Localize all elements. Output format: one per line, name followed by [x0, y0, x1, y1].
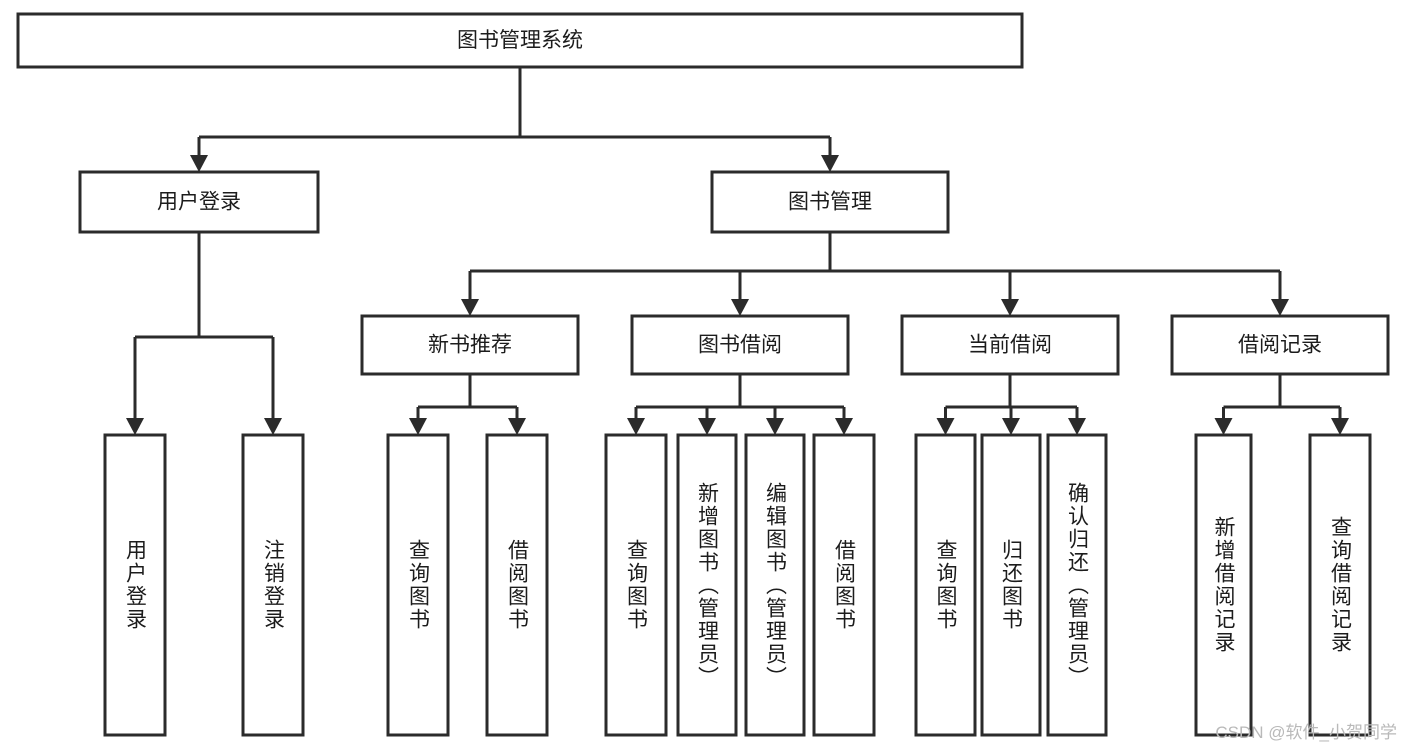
arrow-head-icon — [1002, 418, 1020, 435]
arrow-head-icon — [508, 418, 526, 435]
node-level1-box-0[interactable] — [78, 170, 320, 234]
leaf-box-3[interactable] — [485, 433, 549, 737]
node-level2-box-3[interactable] — [1170, 314, 1390, 376]
arrow-head-icon — [1271, 299, 1289, 316]
leaf-box-1[interactable] — [241, 433, 305, 737]
box-layer — [16, 12, 1390, 737]
arrow-head-icon — [936, 418, 955, 435]
arrow-head-icon — [835, 418, 853, 435]
node-level1-label-1: 图书管理 — [788, 191, 872, 214]
watermark: CSDN @软件_小贺同学 — [1215, 723, 1397, 742]
leaf-box-2[interactable] — [386, 433, 450, 737]
node-level2-box-2[interactable] — [900, 314, 1120, 376]
node-level2-label-0: 新书推荐 — [428, 334, 512, 357]
node-level1-box-1[interactable] — [710, 170, 950, 234]
arrow-head-icon — [821, 155, 839, 172]
arrow-head-icon — [461, 299, 479, 316]
arrow-head-icon — [698, 418, 716, 435]
node-level2-box-0[interactable] — [360, 314, 580, 376]
node-level1-label-0: 用户登录 — [157, 191, 241, 214]
leaf-box-10[interactable] — [1046, 433, 1108, 737]
arrow-head-icon — [627, 418, 645, 435]
node-level2-label-1: 图书借阅 — [698, 334, 782, 357]
arrow-head-icon — [1331, 418, 1349, 435]
leaf-box-7[interactable] — [812, 433, 876, 737]
arrow-head-icon — [1214, 418, 1233, 435]
leaf-box-0[interactable] — [103, 433, 167, 737]
connector-layer — [126, 67, 1349, 435]
node-root-box[interactable] — [16, 12, 1024, 69]
arrow-head-icon — [190, 155, 208, 172]
leaf-box-8[interactable] — [914, 433, 977, 737]
node-level2-label-2: 当前借阅 — [968, 334, 1052, 357]
leaf-box-11[interactable] — [1194, 433, 1253, 737]
arrow-head-icon — [731, 299, 749, 316]
node-level2-box-1[interactable] — [630, 314, 850, 376]
leaf-box-5[interactable] — [676, 433, 738, 737]
leaf-box-6[interactable] — [744, 433, 806, 737]
leaf-box-9[interactable] — [980, 433, 1042, 737]
arrow-head-icon — [766, 418, 784, 435]
node-level2-label-3: 借阅记录 — [1238, 334, 1322, 357]
arrow-head-icon — [264, 418, 282, 435]
arrow-head-icon — [409, 418, 427, 435]
leaf-box-12[interactable] — [1308, 433, 1372, 737]
node-root-label: 图书管理系统 — [457, 29, 583, 52]
arrow-head-icon — [126, 418, 144, 435]
arrow-head-icon — [1068, 418, 1086, 435]
arrow-head-icon — [1001, 299, 1019, 316]
leaf-box-4[interactable] — [604, 433, 668, 737]
